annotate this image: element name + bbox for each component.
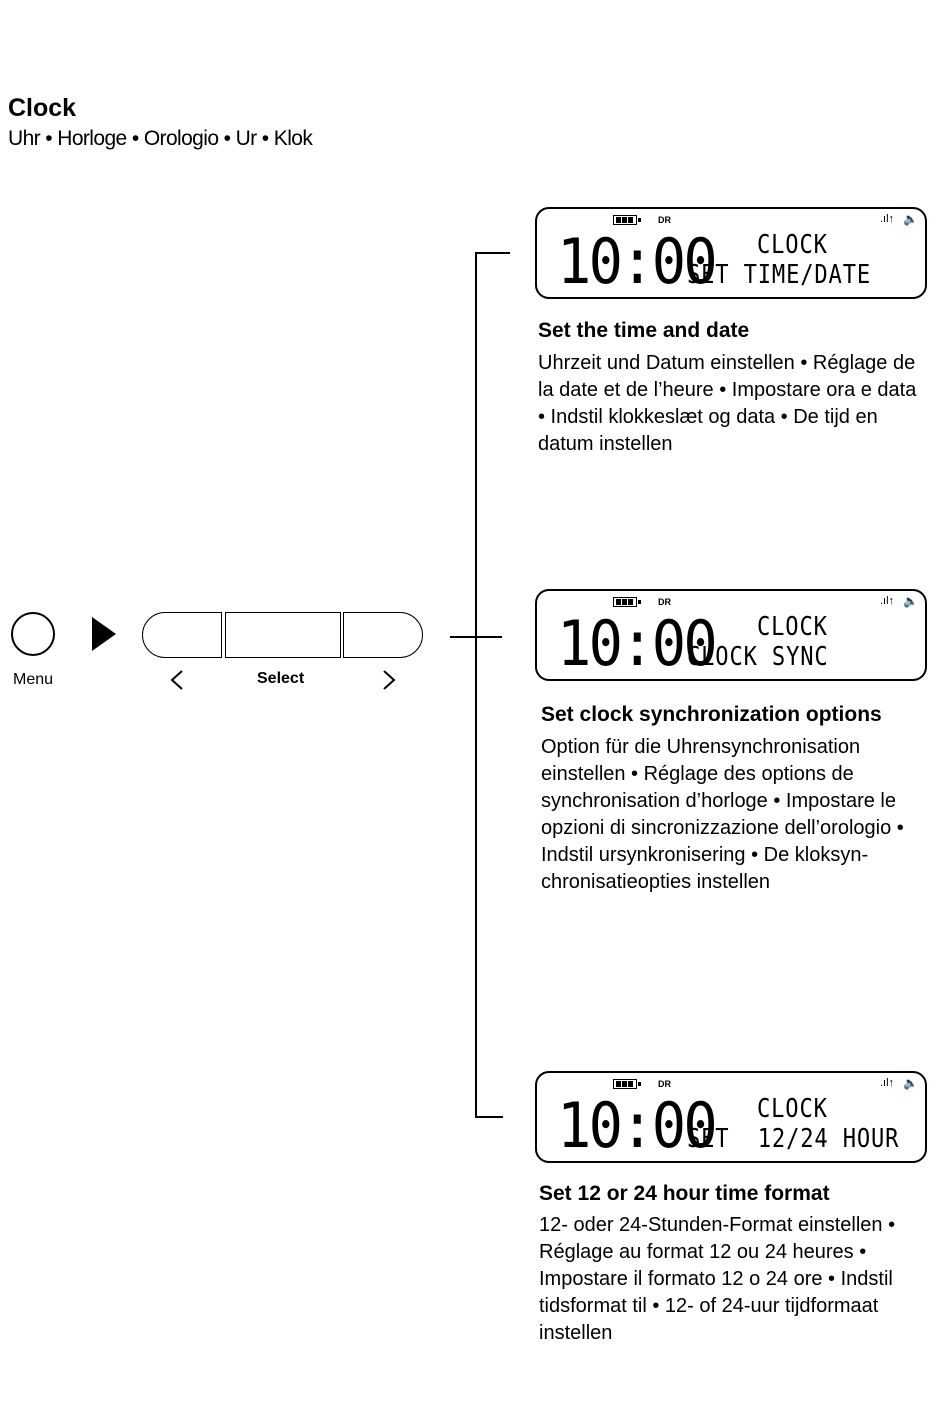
menu-button[interactable] (11, 612, 55, 656)
signal-icon: .ıl↑ (880, 1077, 895, 1089)
speaker-icon: 🔈 (903, 1076, 918, 1090)
select-label: Select (257, 670, 305, 687)
section-body: 12- oder 24-Stunden-Format einstellen • … (539, 1214, 896, 1344)
connector-bottom (475, 1116, 503, 1118)
section-body: Option für die Uhrensynchronisation eins… (541, 736, 904, 893)
next-button[interactable] (343, 612, 423, 658)
dr-indicator: DR (658, 597, 671, 607)
battery-icon (613, 215, 641, 225)
battery-icon (613, 597, 641, 607)
lcd-display: DR .ıl↑ 🔈 10:00 CLOCK SET TIME/DATE (535, 207, 927, 299)
previous-button[interactable] (142, 612, 222, 658)
connector-vertical (475, 252, 477, 1118)
play-arrow-icon (92, 617, 116, 651)
lcd-time: 10:00 (557, 225, 718, 298)
page-subtitle: Uhr • Horloge • Orologio • Ur • Klok (8, 127, 313, 150)
signal-icon: .ıl↑ (880, 595, 895, 607)
chevron-left-icon (170, 670, 183, 690)
lcd-display: DR .ıl↑ 🔈 10:00 CLOCK SET 12/24 HOUR (535, 1071, 927, 1163)
lcd-line2: CLOCK SYNC (687, 642, 829, 672)
dr-indicator: DR (658, 215, 671, 225)
signal-icon: .ıl↑ (880, 213, 895, 225)
section-heading: Set the time and date (538, 319, 750, 342)
lcd-display: DR .ıl↑ 🔈 10:00 CLOCK CLOCK SYNC (535, 589, 927, 681)
lcd-time: 10:00 (557, 607, 718, 680)
section-body: Uhrzeit und Datum einstellen • Réglage d… (538, 352, 917, 455)
page-title: Clock (8, 94, 77, 122)
section-heading: Set clock synchronization options (541, 703, 882, 726)
lcd-line1: CLOCK (757, 612, 828, 642)
lcd-line1: CLOCK (757, 230, 828, 260)
battery-icon (613, 1079, 641, 1089)
menu-label: Menu (13, 671, 54, 688)
lcd-line2: SET TIME/DATE (687, 260, 872, 290)
lcd-time: 10:00 (557, 1089, 718, 1162)
connector-top (475, 252, 510, 254)
lcd-line1: CLOCK (757, 1094, 828, 1124)
chevron-right-icon (383, 670, 396, 690)
dr-indicator: DR (658, 1079, 671, 1089)
section-heading: Set 12 or 24 hour time format (539, 1182, 830, 1205)
select-button[interactable] (225, 612, 341, 658)
lcd-line2: SET 12/24 HOUR (687, 1124, 900, 1154)
speaker-icon: 🔈 (903, 212, 918, 226)
speaker-icon: 🔈 (903, 594, 918, 608)
